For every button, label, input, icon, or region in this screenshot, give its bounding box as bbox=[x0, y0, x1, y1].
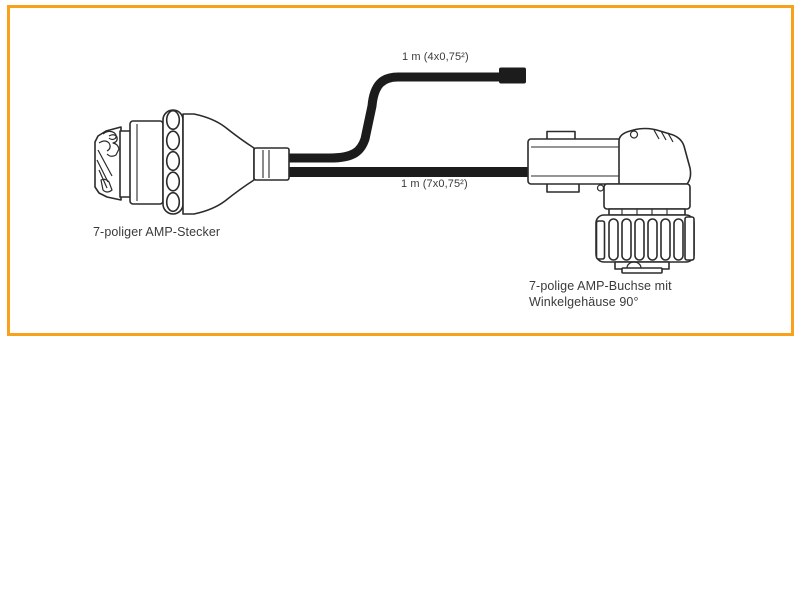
cable-ferrule-icon bbox=[499, 67, 526, 84]
amp-socket-illustration bbox=[527, 127, 695, 274]
plug-label: 7-poliger AMP-Stecker bbox=[93, 225, 221, 239]
branch-cable-label: 1 m (4x0,75²) bbox=[402, 51, 469, 63]
plug-body bbox=[129, 120, 164, 205]
plug-strain-relief bbox=[182, 113, 255, 215]
amp-plug-illustration bbox=[94, 109, 290, 215]
branch-cable-icon bbox=[278, 72, 501, 163]
socket-body bbox=[527, 138, 623, 185]
socket-label: 7-polige AMP-Buchse mit Winkelgehäuse 90… bbox=[529, 278, 729, 310]
socket-label-line1: 7-polige AMP-Buchse mit bbox=[529, 279, 672, 293]
socket-angled-head bbox=[618, 127, 692, 185]
main-cable-label: 1 m (7x0,75²) bbox=[401, 178, 468, 190]
socket-coupling-nut bbox=[595, 214, 695, 263]
socket-label-line2: Winkelgehäuse 90° bbox=[529, 295, 639, 309]
socket-collar bbox=[603, 183, 691, 210]
main-cable-icon bbox=[272, 167, 534, 177]
plug-knurled-ring bbox=[162, 109, 184, 215]
